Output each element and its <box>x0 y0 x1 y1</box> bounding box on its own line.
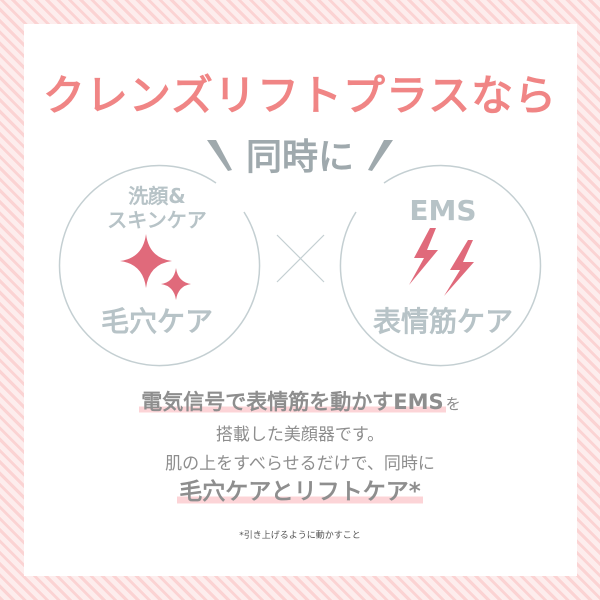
subheading: 同時に <box>245 137 354 178</box>
footnote: *引き上げるように動かすこと <box>239 531 361 541</box>
right-circle-bottom-label: 表情筋ケア <box>372 305 513 338</box>
left-slash-icon <box>207 140 232 171</box>
times-icon <box>276 234 325 283</box>
sparkle-icon <box>120 234 191 300</box>
left-circle-top-label: 洗顔& スキンケア <box>107 184 207 232</box>
left-circle-outline <box>58 164 261 367</box>
description-line-3: 肌の上をすべらせるだけで、同時に <box>165 454 435 474</box>
left-circle-bottom-label: 毛穴ケア <box>100 305 213 338</box>
right-slash-icon <box>368 140 393 171</box>
right-circle-top-label: EMS <box>409 194 477 227</box>
right-circle-outline <box>339 164 542 367</box>
headline: クレンズリフトプラスなら <box>42 71 558 120</box>
description-line-4: 毛穴ケアとリフトケア* <box>177 479 423 505</box>
description-line-2: 搭載した美顔器です。 <box>215 425 385 445</box>
lightning-icon <box>409 228 474 296</box>
